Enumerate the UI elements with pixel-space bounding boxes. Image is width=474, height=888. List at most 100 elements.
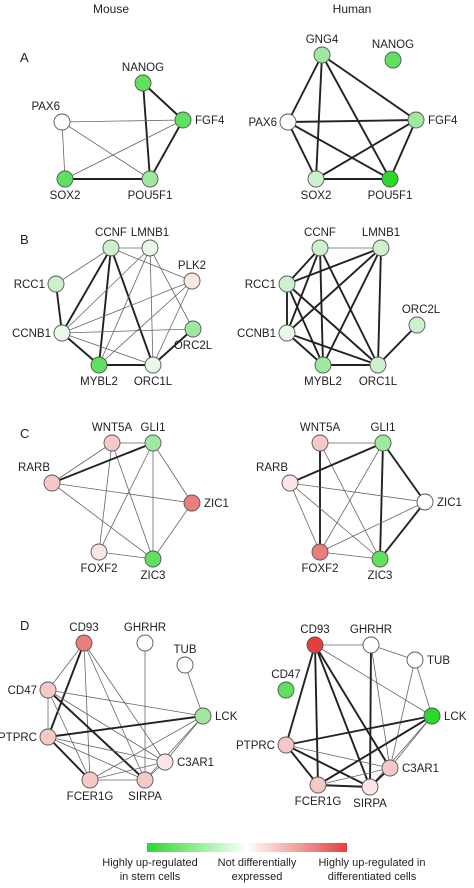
node-ccnf	[311, 239, 329, 257]
node-label-zic1: ZIC1	[204, 498, 229, 510]
node-foxf2	[311, 543, 329, 561]
edge-ptprc-c3ar1	[285, 744, 391, 769]
edge-lmnb1-mybl2	[98, 247, 151, 366]
edge-lmnb1-ccnb1	[61, 247, 151, 334]
node-label-fgf4: FGF4	[195, 115, 225, 127]
node-pax6	[53, 113, 71, 131]
edge-gli1-rarb	[51, 442, 154, 484]
node-label-gli1: GLI1	[141, 422, 166, 434]
edge-lck-fcer1g	[89, 715, 204, 781]
node-label-sox2: SOX2	[301, 190, 332, 202]
edge-plk2-orc1l	[152, 280, 193, 366]
node-plk2	[183, 272, 201, 290]
edge-gli1-zic1	[152, 442, 193, 504]
node-label-plk2: PLK2	[178, 260, 206, 272]
edge-ptprc-c3ar1	[47, 736, 166, 763]
panel-label-d: D	[20, 618, 29, 633]
node-label-tub: TUB	[174, 644, 197, 656]
node-sox2	[307, 170, 325, 188]
node-label-c3ar1: C3AR1	[177, 757, 214, 769]
edge-tub-lck	[414, 659, 433, 717]
node-gli1	[374, 434, 392, 452]
edge-cd47-sirpa	[47, 689, 146, 781]
edge-pax6-sox2	[287, 121, 317, 180]
node-gng4	[313, 46, 331, 64]
edge-fcer1g-sirpa	[317, 784, 371, 788]
edge-pax6-fgf4	[61, 119, 184, 123]
edge-cd93-cd47	[47, 642, 85, 691]
edge-cd93-sirpa	[83, 642, 146, 781]
edge-cd93-fcer1g	[83, 642, 91, 781]
node-label-sox2: SOX2	[50, 190, 81, 202]
node-orc1l	[369, 356, 387, 374]
node-label-fgf4: FGF4	[428, 115, 458, 127]
edge-nanog-fgf4	[142, 82, 184, 121]
node-label-mybl2: MYBL2	[80, 376, 118, 388]
node-label-ccnf: CCNF	[95, 227, 127, 239]
panel-label-c: C	[20, 426, 29, 441]
node-sox2	[56, 170, 74, 188]
node-pou5f1	[381, 170, 399, 188]
node-mybl2	[314, 356, 332, 374]
node-label-ptprc: PTPRC	[0, 732, 37, 744]
node-fgf4	[407, 111, 425, 129]
edge-fgf4-pou5f1	[389, 119, 417, 180]
node-label-rcc1: RCC1	[14, 279, 45, 291]
node-cd47	[39, 681, 57, 699]
panel-label-b: B	[20, 232, 29, 247]
edge-cd93-ptprc	[47, 642, 85, 738]
node-lck	[194, 707, 212, 725]
edge-lmnb1-orc2l	[149, 247, 194, 330]
edge-gli1-rarb	[289, 442, 384, 484]
node-label-foxf2: FOXF2	[80, 563, 117, 575]
node-label-sirpa: SIRPA	[353, 798, 387, 810]
node-label-cd93: CD93	[300, 624, 329, 636]
node-label-gng4: GNG4	[306, 34, 339, 46]
edge-foxf2-zic3	[98, 551, 154, 560]
node-lmnb1	[372, 239, 390, 257]
node-sirpa	[361, 778, 379, 796]
node-orc2l	[184, 320, 202, 338]
node-label-zic1: ZIC1	[437, 497, 462, 509]
node-label-rarb: RARB	[18, 462, 50, 474]
node-c3ar1	[381, 759, 399, 777]
legend-left-line1: Highly up-regulated	[102, 857, 197, 869]
edge-cd93-ptprc	[285, 644, 316, 746]
node-label-sirpa: SIRPA	[128, 791, 162, 803]
node-label-lmnb1: LMNB1	[362, 227, 400, 239]
node-label-fcer1g: FCER1G	[295, 796, 342, 808]
edge-cd93-lck	[314, 644, 433, 717]
legend-right-line2: differentiated cells	[328, 871, 417, 883]
node-rarb	[43, 474, 61, 492]
node-label-orc1l: ORC1L	[134, 376, 173, 388]
node-label-ccnb1: CCNB1	[237, 328, 276, 340]
node-mybl2	[90, 356, 108, 374]
edge-lck-c3ar1	[164, 715, 204, 763]
node-cd93	[75, 634, 93, 652]
edge-zic1-zic3	[379, 501, 426, 560]
node-ghrhr	[362, 636, 380, 654]
node-pax6	[279, 113, 297, 131]
edge-ccnf-mybl2	[98, 247, 112, 366]
node-wnt5a	[103, 434, 121, 452]
edge-lck-fcer1g	[317, 715, 433, 786]
edge-cd93-c3ar1	[314, 644, 391, 769]
edge-plk2-ccnb1	[61, 280, 193, 334]
node-sirpa	[136, 771, 154, 789]
legend-mid-line1: Not differentially	[218, 857, 297, 869]
edge-fgf4-pou5f1	[149, 119, 184, 180]
edge-rarb-foxf2	[289, 482, 321, 553]
node-label-orc2l: ORC2L	[174, 340, 213, 352]
edge-cd47-lck	[47, 689, 204, 717]
edge-cd93-fcer1g	[314, 644, 319, 786]
node-label-gli1: GLI1	[371, 422, 396, 434]
edge-ccnb1-orc1l	[286, 332, 379, 366]
node-label-ptprc: PTPRC	[236, 740, 275, 752]
legend-left-line2: in stem cells	[120, 871, 181, 883]
node-foxf2	[90, 543, 108, 561]
edge-zic1-zic3	[152, 502, 193, 560]
